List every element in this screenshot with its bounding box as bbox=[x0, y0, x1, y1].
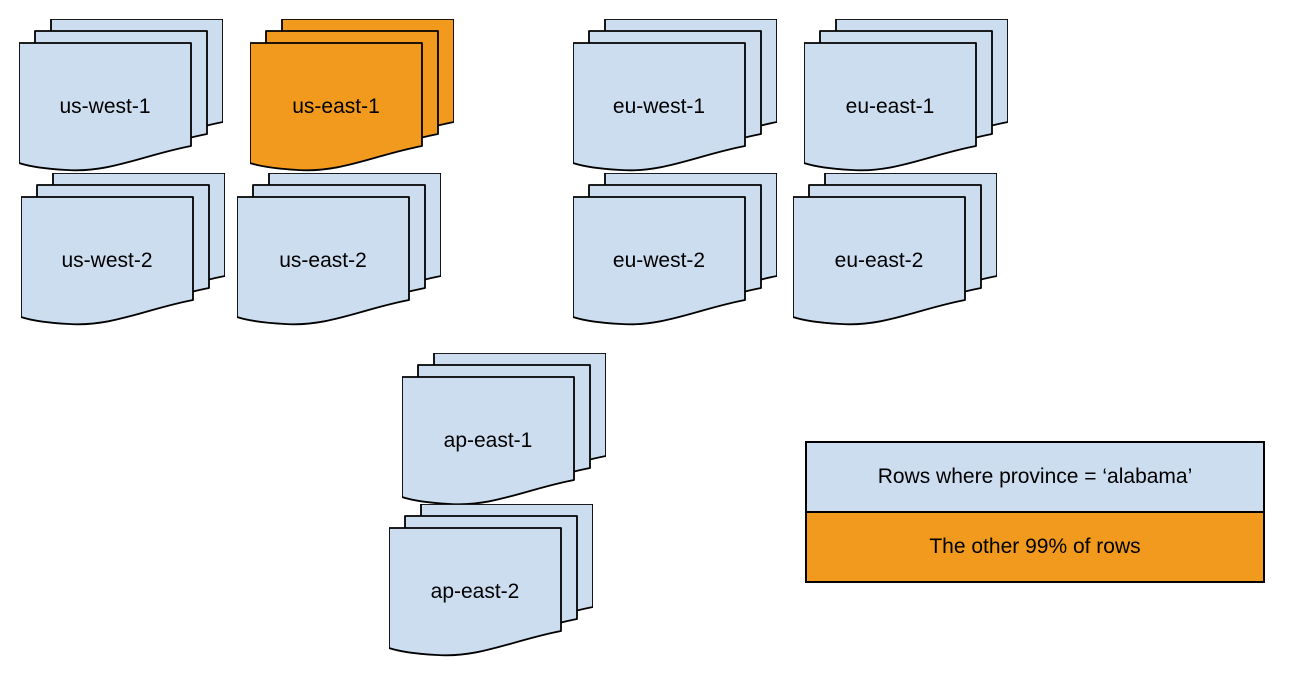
region-label: eu-west-2 bbox=[612, 249, 706, 272]
region-stack-eu-east-2: eu-east-2 bbox=[793, 173, 997, 327]
legend-item-alabama-rows: Rows where province = ‘alabama’ bbox=[807, 443, 1263, 511]
region-label: eu-west-1 bbox=[612, 95, 706, 118]
legend-label: Rows where province = ‘alabama’ bbox=[877, 465, 1193, 488]
region-stack-us-west-1: us-west-1 bbox=[19, 19, 223, 173]
region-label: us-east-1 bbox=[292, 95, 380, 118]
legend: Rows where province = ‘alabama’ The othe… bbox=[805, 441, 1265, 583]
legend-item-other-rows: The other 99% of rows bbox=[807, 511, 1263, 581]
region-stack-ap-east-1: ap-east-1 bbox=[402, 353, 606, 507]
region-label: eu-east-2 bbox=[834, 249, 924, 272]
region-label: us-west-1 bbox=[59, 95, 151, 118]
region-stack-us-east-2: us-east-2 bbox=[237, 173, 441, 327]
region-label: us-east-2 bbox=[279, 249, 367, 272]
region-stack-us-west-2: us-west-2 bbox=[21, 173, 225, 327]
region-stack-eu-west-1: eu-west-1 bbox=[573, 19, 777, 173]
region-stack-us-east-1: us-east-1 bbox=[250, 19, 454, 173]
region-stack-eu-east-1: eu-east-1 bbox=[804, 19, 1008, 173]
region-label: us-west-2 bbox=[61, 249, 153, 272]
region-label: ap-east-1 bbox=[443, 429, 533, 452]
region-label: ap-east-2 bbox=[430, 580, 520, 603]
legend-label: The other 99% of rows bbox=[929, 535, 1141, 558]
region-label: eu-east-1 bbox=[845, 95, 935, 118]
region-stack-eu-west-2: eu-west-2 bbox=[573, 173, 777, 327]
region-stack-ap-east-2: ap-east-2 bbox=[389, 504, 593, 658]
